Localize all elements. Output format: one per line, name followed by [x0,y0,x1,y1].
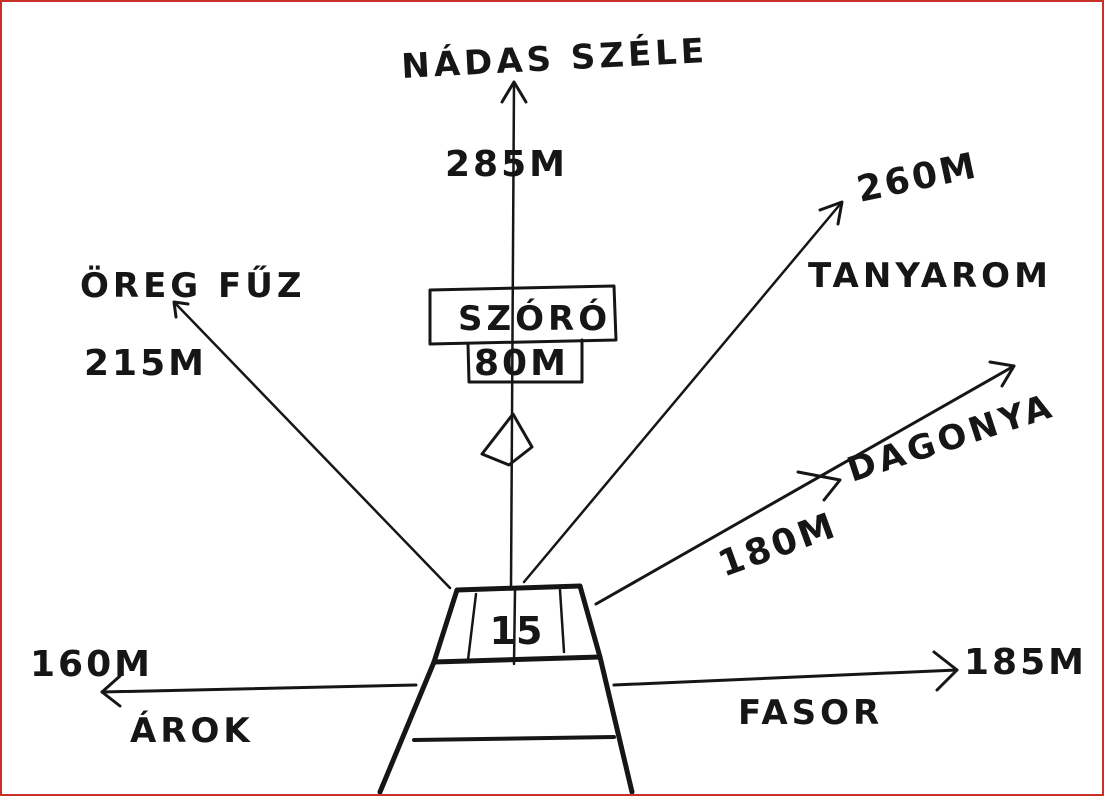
label-east: FASOR [738,693,883,733]
position-number: 15 [490,609,543,653]
distance-northeast: 260M [853,145,982,211]
distance-northwest: 215M [84,343,207,384]
ray-northwest [174,302,450,588]
ray-east-upper [596,362,1014,604]
ray-east [614,652,957,690]
label-north: NÁDAS SZÉLE [400,30,709,87]
observation-stand: 15 [380,586,632,792]
marker-distance: 80M [474,343,569,384]
label-west: ÁROK [130,710,254,751]
marker-label: SZÓRÓ [458,298,611,339]
distance-west: 160M [30,644,153,685]
distance-east-upper: 180M [713,505,843,586]
marker-diamond-icon [482,414,532,465]
distance-north: 285M [445,144,568,185]
label-northwest: ÖREG FŰZ [80,265,306,306]
distance-east: 185M [964,642,1087,683]
label-northeast: TANYAROM [808,256,1052,296]
